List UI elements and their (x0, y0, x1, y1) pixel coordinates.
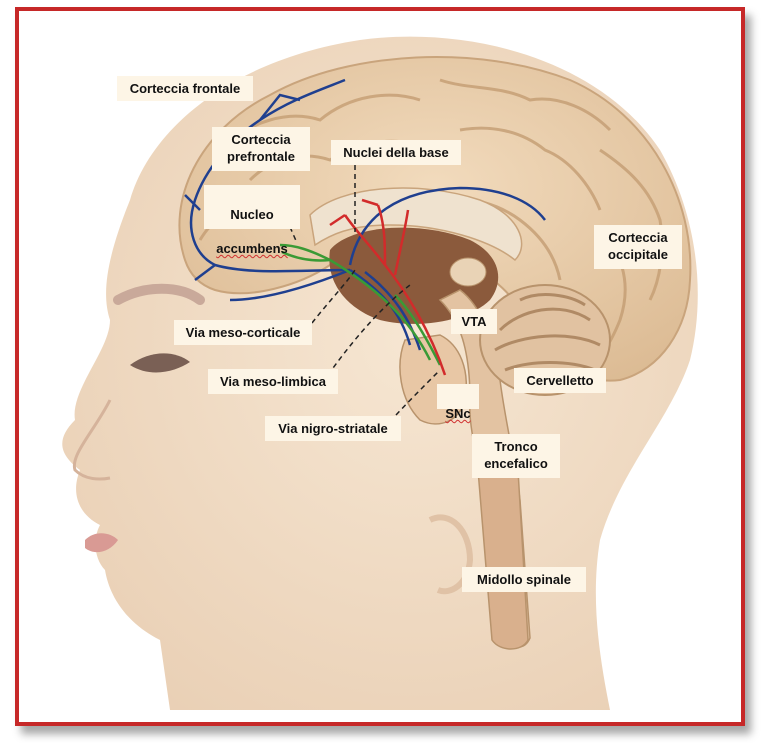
label-nucleo-accumbens: Nucleo accumbens (204, 185, 300, 256)
lips (85, 533, 118, 553)
eye (130, 353, 190, 373)
label-corteccia-frontale: Corteccia frontale (117, 76, 253, 101)
mesolimbic-pathway (279, 243, 442, 366)
label-via-nigro-striatale: Via nigro-striatale (265, 416, 401, 441)
spinal-cord (477, 469, 529, 650)
nucleo-accumbens-line1: Nucleo (230, 207, 274, 222)
nigrostriatal-pathway (329, 198, 447, 376)
label-corteccia-occipitale: Corteccia occipitale (594, 225, 682, 269)
label-snc: SNc (437, 384, 479, 421)
thalamus-bulge (449, 257, 487, 287)
label-nuclei-della-base: Nuclei della base (331, 140, 461, 165)
snc-text: SNc (445, 406, 471, 421)
label-via-meso-limbica: Via meso-limbica (208, 369, 338, 394)
ear-shade (428, 514, 474, 595)
label-cervelletto: Cervelletto (514, 368, 606, 393)
leader-lines (289, 165, 441, 416)
label-midollo-spinale: Midollo spinale (462, 567, 586, 592)
nose (72, 399, 112, 481)
label-via-meso-corticale: Via meso-corticale (174, 320, 312, 345)
nucleo-accumbens-line2: accumbens (216, 241, 288, 256)
label-tronco-encefalico: Tronco encefalico (472, 434, 560, 478)
label-vta: VTA (451, 309, 497, 334)
label-corteccia-prefrontale: Corteccia prefrontale (212, 127, 310, 171)
eyebrow (113, 283, 205, 305)
